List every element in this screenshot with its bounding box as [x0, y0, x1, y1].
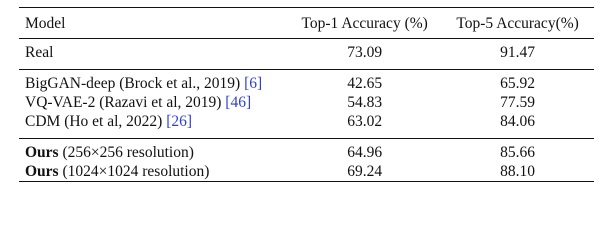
top5-cell: 84.06 — [500, 112, 536, 130]
top1-cell: 69.24 — [288, 162, 442, 182]
model-name: (1024×1024 resolution) — [58, 162, 210, 180]
table-row: Ours (1024×1024 resolution) 69.24 88.10 — [19, 162, 594, 182]
citation-link[interactable]: [46] — [225, 93, 252, 111]
top5-cell: 85.66 — [500, 143, 536, 161]
model-cell: BigGAN-deep (Brock et al., 2019) [6] — [19, 70, 288, 94]
model-cell: CDM (Ho et al, 2022) [26] — [19, 112, 288, 131]
top1-cell: 54.83 — [347, 93, 383, 111]
group-divider — [19, 62, 594, 70]
top1-cell: 63.02 — [347, 112, 383, 130]
top1-cell: 64.96 — [347, 143, 383, 161]
model-cell: Real — [19, 39, 288, 63]
top5-cell: 65.92 — [500, 74, 536, 92]
table-row: VQ-VAE-2 (Razavi et al, 2019) [46] 54.83… — [19, 93, 594, 112]
table-body: Model Top-1 Accuracy (%) Top-5 Accuracy(… — [19, 7, 594, 182]
divider-cell — [19, 62, 594, 70]
citation-link[interactable]: [6] — [244, 74, 263, 92]
table-row: BigGAN-deep (Brock et al., 2019) [6] 42.… — [19, 70, 594, 94]
model-name: BigGAN-deep (Brock et al., 2019) — [25, 74, 245, 92]
model-name: Real — [25, 43, 54, 61]
top5-cell: 77.59 — [500, 93, 536, 111]
top1-cell: 42.65 — [347, 74, 383, 92]
table-row: Real 73.09 91.47 — [19, 39, 594, 63]
model-name-bold: Ours — [25, 143, 59, 161]
model-name: (256×256 resolution) — [58, 143, 194, 161]
model-cell: VQ-VAE-2 (Razavi et al, 2019) [46] — [19, 93, 288, 112]
model-cell: Ours (1024×1024 resolution) — [19, 162, 289, 182]
results-table-container: Model Top-1 Accuracy (%) Top-5 Accuracy(… — [19, 7, 594, 182]
header-top1: Top-1 Accuracy (%) — [288, 7, 442, 39]
group-divider — [19, 131, 594, 139]
top1-cell: 73.09 — [347, 43, 383, 61]
top5-cell: 91.47 — [500, 43, 536, 61]
header-row: Model Top-1 Accuracy (%) Top-5 Accuracy(… — [19, 7, 594, 39]
table-row: CDM (Ho et al, 2022) [26] 63.02 84.06 — [19, 112, 594, 131]
model-name: VQ-VAE-2 (Razavi et al, 2019) — [25, 93, 226, 111]
header-model: Model — [19, 7, 289, 39]
model-name: CDM (Ho et al, 2022) — [25, 112, 167, 130]
citation-link[interactable]: [26] — [166, 112, 193, 130]
header-top5: Top-5 Accuracy(%) — [441, 7, 594, 39]
table-row: Ours (256×256 resolution) 64.96 85.66 — [19, 139, 594, 163]
accuracy-table: Model Top-1 Accuracy (%) Top-5 Accuracy(… — [19, 7, 594, 182]
divider-cell — [19, 131, 594, 139]
top5-cell: 88.10 — [441, 162, 594, 182]
model-name-bold: Ours — [25, 162, 59, 180]
model-cell: Ours (256×256 resolution) — [19, 139, 288, 163]
